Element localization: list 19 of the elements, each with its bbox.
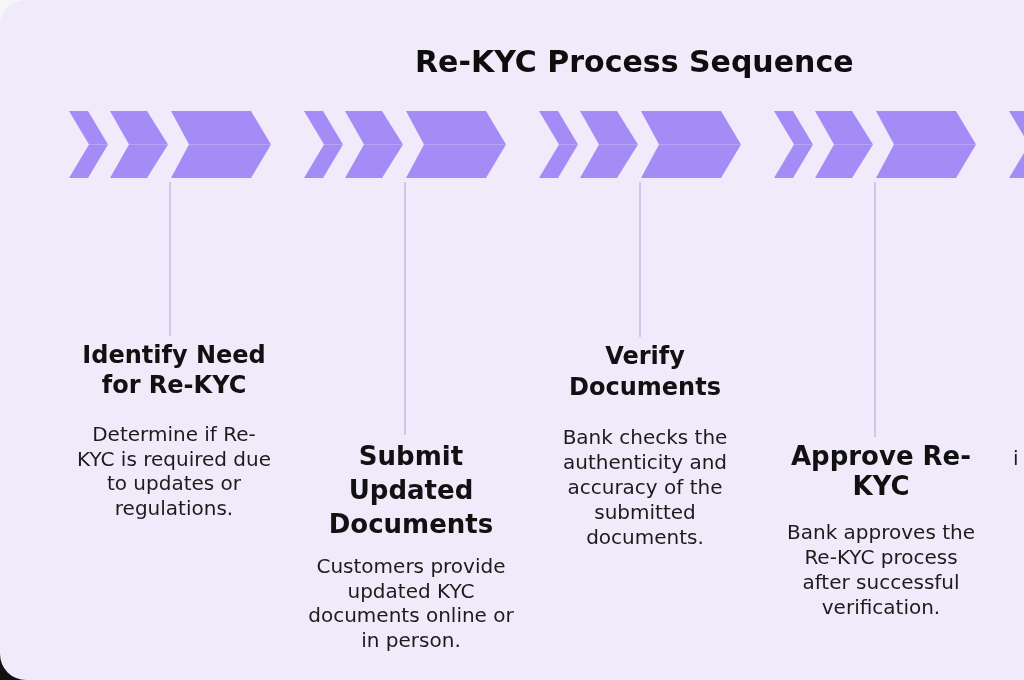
connector-line [169, 181, 171, 337]
step-description: Determine if Re-KYC is required due to updates or regulations. [76, 422, 272, 520]
step-title: Verify Documents [568, 341, 722, 403]
step-title: Submit Updated Documents [327, 440, 495, 541]
step-description: Customers provide updated KYC documents online or in person. [307, 554, 515, 652]
chevron-group [304, 111, 506, 178]
text-fragment: i [1013, 446, 1019, 470]
connector-line [404, 181, 406, 436]
connector-line [874, 181, 876, 438]
step-title: Approve Re-KYC [789, 441, 973, 501]
step-description: Bank approves the Re-KYC process after successful verification. [786, 520, 976, 620]
connector-line [639, 181, 641, 338]
step-description: Bank checks the authenticity and accuracy of the submitted documents. [561, 425, 729, 550]
chevron-group [539, 111, 741, 178]
chevron-group [1009, 111, 1024, 178]
chevron-group [774, 111, 976, 178]
step-title: Identify Need for Re-KYC [81, 340, 267, 400]
diagram-title: Re-KYC Process Sequence [415, 44, 854, 80]
chevron-group [69, 111, 271, 178]
